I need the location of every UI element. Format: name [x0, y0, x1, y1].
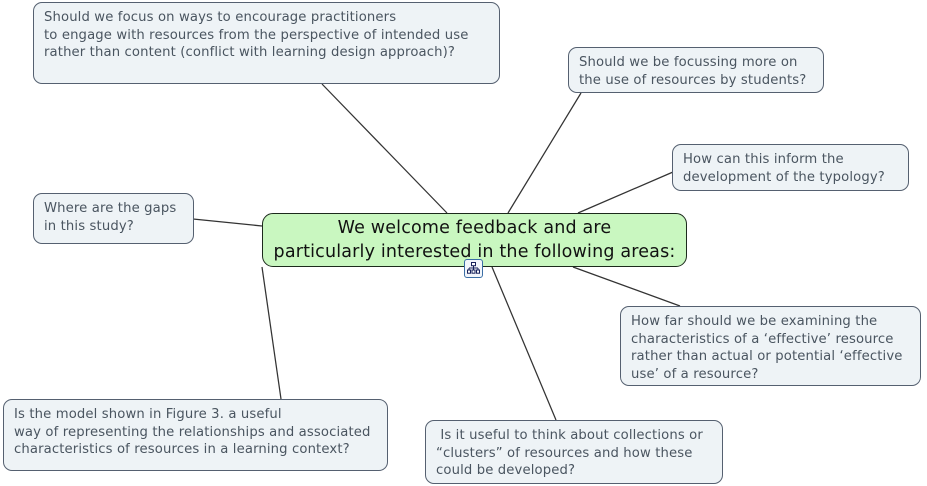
node-center-welcome-feedback[interactable]: We welcome feedback and are particularly…	[262, 213, 687, 267]
center-line-2: particularly interested in the following…	[273, 242, 676, 262]
node-line: use’ of a resource?	[631, 366, 759, 382]
hierarchy-icon-glyph	[467, 262, 480, 274]
node-line: Should we focus on ways to encourage pra…	[44, 10, 397, 25]
node-line: Should we be focussing more on	[579, 55, 798, 70]
hierarchy-icon[interactable]	[464, 259, 483, 278]
node-line: the use of resources by students?	[579, 72, 807, 88]
node-line: characteristics of a ‘effective’ resourc…	[631, 331, 894, 347]
edge-center-to-model	[261, 266, 282, 400]
edge-center-to-typology	[577, 171, 674, 214]
node-line: could be developed?	[436, 463, 576, 479]
node-typology-development[interactable]: How can this inform the development of t…	[672, 144, 909, 191]
node-line: in this study?	[44, 218, 134, 234]
node-line: rather than content (conflict with learn…	[44, 45, 456, 61]
node-line: way of representing the relationships an…	[14, 424, 371, 440]
node-gaps-in-study[interactable]: Where are the gaps in this study?	[33, 193, 194, 244]
node-line: Is it useful to think about collections …	[436, 428, 703, 443]
edge-center-to-effective	[572, 266, 681, 307]
node-focus-practitioners[interactable]: Should we focus on ways to encourage pra…	[33, 2, 500, 84]
edge-center-to-topright	[507, 92, 582, 214]
edge-center-to-clusters	[491, 266, 557, 421]
center-line-1: We welcome feedback and are	[337, 217, 612, 238]
node-line: How far should we be examining the	[631, 314, 878, 329]
node-collections-clusters[interactable]: Is it useful to think about collections …	[425, 420, 723, 484]
node-line: “clusters” of resources and how these	[436, 445, 693, 461]
node-line: to engage with resources from the perspe…	[44, 27, 469, 43]
node-line: development of the typology?	[683, 169, 885, 185]
node-effective-resource[interactable]: How far should we be examining the chara…	[620, 306, 921, 386]
node-use-of-resources[interactable]: Should we be focussing more on the use o…	[568, 47, 824, 93]
edge-center-to-gaps	[192, 218, 263, 227]
node-line: Where are the gaps	[44, 201, 177, 216]
node-line: How can this inform the	[683, 152, 844, 167]
node-line: rather than actual or potential ‘effecti…	[631, 349, 903, 365]
node-line: Is the model shown in Figure 3. a useful	[14, 407, 282, 422]
node-line: characteristics of resources in a learni…	[14, 442, 350, 458]
node-model-figure3[interactable]: Is the model shown in Figure 3. a useful…	[3, 399, 388, 471]
edge-center-to-topleft	[321, 83, 448, 214]
